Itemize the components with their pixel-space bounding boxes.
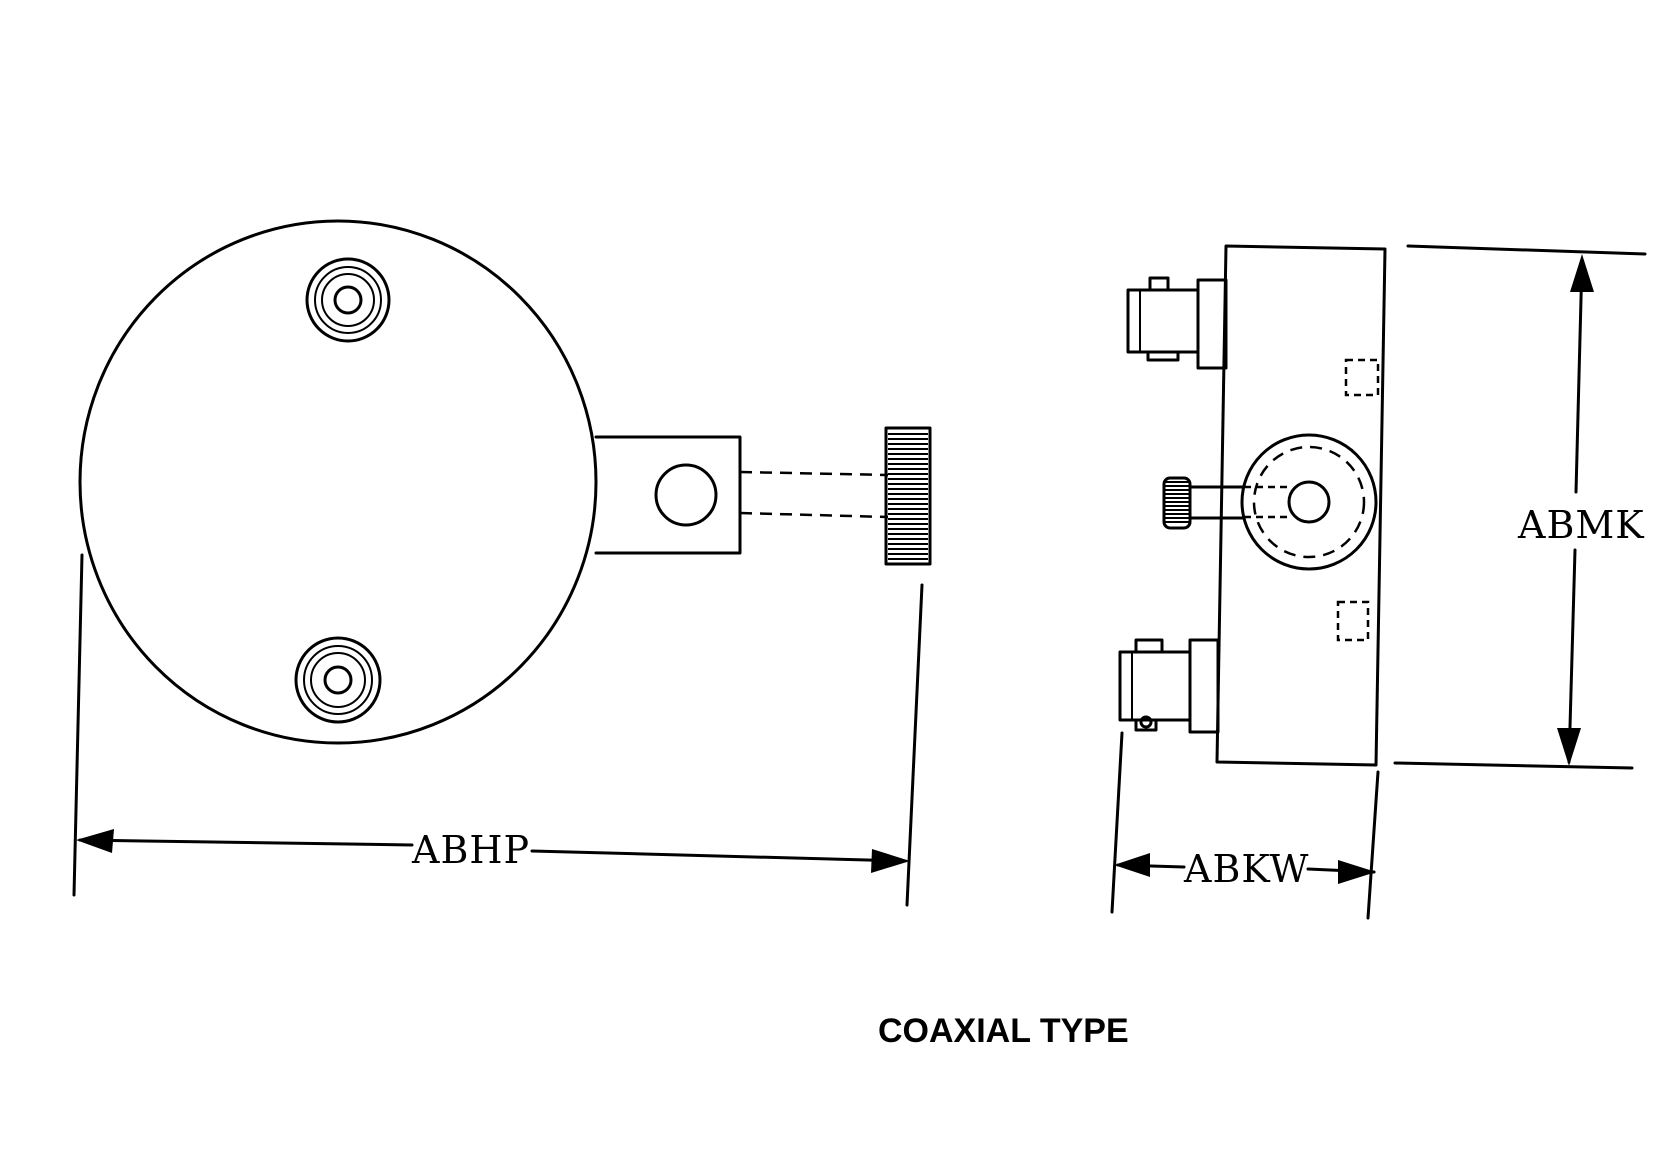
side-tab [594, 435, 742, 555]
side-view-body [1215, 244, 1387, 767]
hidden-feature-top [1344, 358, 1380, 397]
front-view-body-circle [78, 219, 598, 745]
abmk-arrow-bottom [1557, 728, 1581, 766]
side-shaft [1188, 485, 1246, 520]
abmk-label: ABMK [1517, 503, 1645, 547]
knurled-knob [884, 426, 932, 566]
abkw-extension-right [1366, 770, 1380, 920]
dimension-abmk: ABMK [1393, 244, 1647, 770]
abkw-extension-left [1110, 731, 1124, 914]
abhp-extension-left [72, 553, 84, 897]
upper-coax-connector [1126, 276, 1228, 370]
side-knurled-knob [1162, 476, 1192, 530]
abmk-arrow-top [1570, 254, 1594, 292]
tab-hole [654, 463, 718, 527]
abkw-arrow-left [1114, 853, 1150, 877]
adjust-shaft [739, 470, 889, 519]
front-view [78, 219, 932, 745]
bottom-mounting-screw [294, 636, 382, 724]
abhp-extension-right [905, 583, 924, 907]
hidden-feature-bottom [1336, 600, 1370, 642]
abmk-extension-top [1406, 244, 1647, 256]
caption: COAXIAL TYPE [878, 1012, 1129, 1050]
abhp-label: ABHP [411, 828, 530, 872]
dimension-abkw: ABKW [1110, 731, 1380, 920]
top-mounting-screw [305, 257, 391, 343]
side-view [1118, 244, 1387, 767]
abmk-extension-bottom [1393, 761, 1634, 770]
abkw-label: ABKW [1183, 847, 1309, 891]
dimension-abhp: ABHP [72, 553, 924, 907]
abhp-arrow-left [76, 829, 114, 853]
abkw-arrow-right [1338, 860, 1376, 884]
abhp-arrow-right [871, 849, 910, 873]
adjust-dial [1240, 433, 1378, 571]
lower-coax-connector [1118, 638, 1220, 734]
